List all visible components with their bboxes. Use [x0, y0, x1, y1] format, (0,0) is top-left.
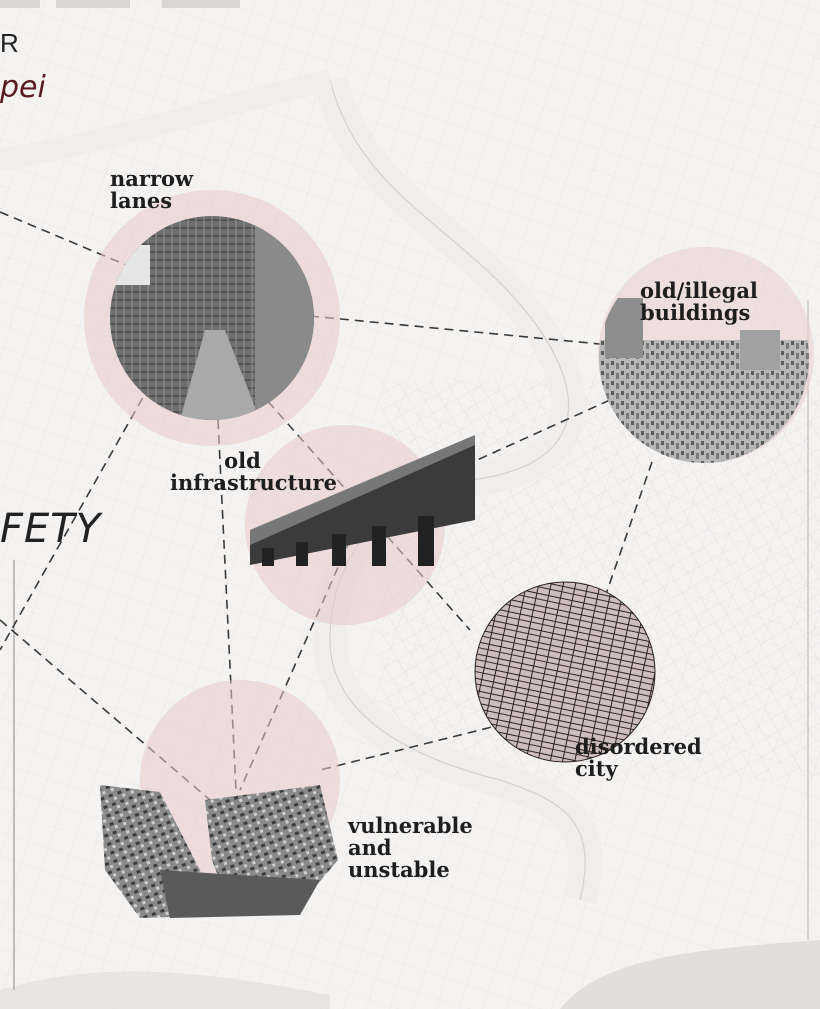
connector-line — [319, 719, 521, 771]
vulnerable-unstable-photo — [100, 785, 338, 918]
top-tab — [162, 0, 240, 8]
node-narrow-lanes — [84, 190, 340, 446]
connector-line — [257, 389, 471, 631]
connector-line — [454, 399, 611, 471]
header-subtitle-fragment: pei — [0, 70, 46, 105]
narrow-lanes-photo — [110, 216, 314, 420]
label-narrow-lanes: narrow lanes — [110, 166, 194, 213]
node-disordered-city — [474, 581, 656, 763]
old-infrastructure-photo — [250, 435, 475, 566]
connector-line — [309, 315, 611, 346]
top-tab — [56, 0, 130, 8]
label-old-infrastructure: old infrastructure — [170, 448, 337, 495]
top-tab — [0, 0, 40, 8]
label-old-illegal-buildings: old/illegal buildings — [640, 278, 758, 325]
node-old-infrastructure — [245, 425, 475, 625]
top-tabs — [0, 0, 240, 8]
label-vulnerable-unstable: vulnerable and unstable — [348, 813, 473, 882]
safety-heading-fragment: FETY — [0, 506, 102, 552]
disordered-city-map — [475, 582, 655, 762]
label-disordered-city: disordered city — [575, 734, 702, 781]
connector-line — [0, 384, 151, 651]
node-vulnerable-unstable — [100, 680, 340, 918]
header-title-fragment: R — [0, 28, 20, 58]
